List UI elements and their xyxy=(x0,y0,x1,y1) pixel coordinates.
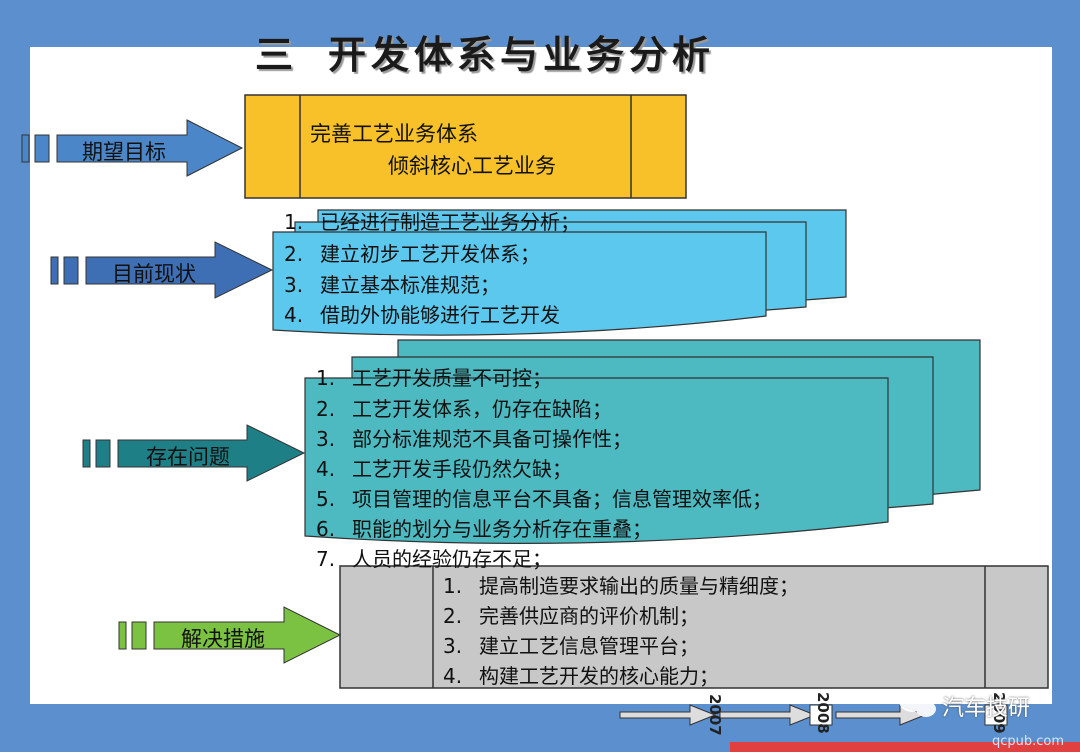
problem-item: 5.项目管理的信息平台不具备；信息管理效率低； xyxy=(316,487,772,511)
goal-line-2: 倾斜核心工艺业务 xyxy=(388,154,556,178)
label-measures: 解决措施 xyxy=(181,627,265,651)
problem-item: 1.工艺开发质量不可控； xyxy=(316,366,552,390)
current-item: 1.已经进行制造工艺业务分析； xyxy=(284,210,580,234)
wechat-icon xyxy=(899,690,936,717)
measure-item: 4.构建工艺开发的核心能力； xyxy=(443,664,719,688)
watermark-url: qcpub.com xyxy=(992,734,1065,749)
label-goal: 期望目标 xyxy=(82,140,166,164)
arrow-measures xyxy=(118,606,342,664)
slide-title: 三开发体系与业务分析 xyxy=(255,24,715,79)
measure-item: 2.完善供应商的评价机制； xyxy=(443,604,699,628)
measures-box xyxy=(339,565,1049,689)
current-card-front xyxy=(272,231,767,336)
problem-item: 7.人员的经验仍存不足； xyxy=(316,547,552,571)
current-item: 3.建立基本标准规范； xyxy=(284,273,500,297)
problem-item: 3.部分标准规范不具备可操作性； xyxy=(316,427,632,451)
watermark-brand: 汽车技研 xyxy=(942,696,1031,721)
label-current: 目前现状 xyxy=(112,262,196,286)
problem-item: 6.职能的划分与业务分析存在重叠； xyxy=(316,517,652,541)
arrow-problems xyxy=(82,424,306,482)
label-problems: 存在问题 xyxy=(146,445,230,469)
problems-card-front xyxy=(304,377,889,545)
timeline xyxy=(619,704,1080,752)
goal-box xyxy=(244,94,687,199)
arrow-goal xyxy=(21,119,244,177)
title-number: 三 xyxy=(255,33,299,77)
current-item: 2.建立初步工艺开发体系； xyxy=(284,242,540,266)
title-text: 开发体系与业务分析 xyxy=(328,33,716,77)
problem-item: 4.工艺开发手段仍然欠缺； xyxy=(316,457,572,481)
goal-line-1: 完善工艺业务体系 xyxy=(310,122,478,146)
timeline-year: 2008 xyxy=(814,692,832,734)
timeline-year: 2007 xyxy=(706,694,724,736)
arrow-current xyxy=(50,241,274,299)
problem-item: 2.工艺开发体系，仍存在缺陷； xyxy=(316,397,612,421)
measure-item: 3.建立工艺信息管理平台； xyxy=(443,634,699,658)
measure-item: 1.提高制造要求输出的质量与精细度； xyxy=(443,574,799,598)
current-item: 4.借助外协能够进行工艺开发 xyxy=(284,303,560,327)
